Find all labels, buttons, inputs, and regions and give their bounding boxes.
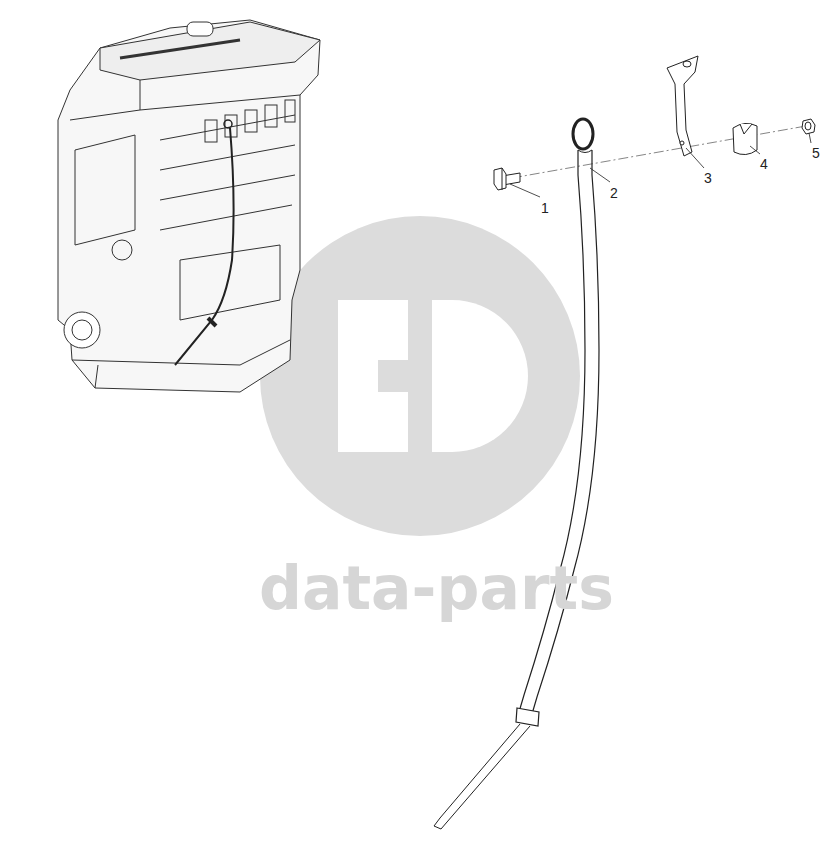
dipstick-tube xyxy=(434,119,599,829)
watermark-text: data-parts xyxy=(259,558,614,618)
axis-line xyxy=(512,126,806,178)
callout-number: 1 xyxy=(541,201,549,215)
callout-number: 3 xyxy=(704,171,712,185)
callout-number: 2 xyxy=(610,186,618,200)
clip xyxy=(733,123,757,154)
callout-number: 5 xyxy=(812,146,820,160)
engine-block xyxy=(58,20,320,392)
callout-number: 4 xyxy=(760,157,768,171)
watermark-logo xyxy=(260,216,580,536)
bracket xyxy=(667,56,698,156)
leader-line xyxy=(510,133,811,197)
nut xyxy=(802,119,815,134)
engine-dipstick xyxy=(175,120,234,365)
